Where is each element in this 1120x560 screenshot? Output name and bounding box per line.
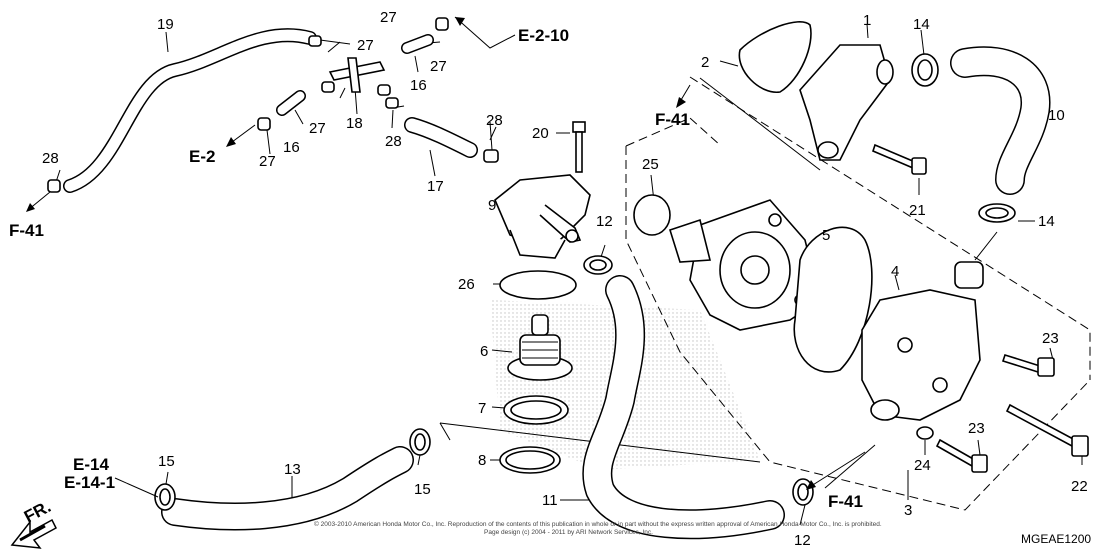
arrow-f-41-left [26,191,51,212]
hose-19 [63,28,317,193]
callout-8: 8 [478,452,486,469]
copyright-line-2: Page design (c) 2004 - 2011 by ARI Netwo… [484,529,653,536]
callout-26: 26 [458,276,475,293]
callout-1: 1 [863,12,871,29]
diagram-code: MGEAE1200 [1021,532,1091,546]
callout-numbers: 19 27 27 27 27 27 16 16 18 28 28 28 17 2… [42,9,1088,549]
callout-5: 5 [822,227,830,244]
ref-f-41-top: F-41 [655,110,690,129]
callout-21: 21 [909,202,926,219]
callout-27: 27 [357,37,374,54]
hose-10 [950,46,1051,195]
callout-7: 7 [478,400,486,417]
callout-16: 16 [283,139,300,156]
arrow-f-41-top [676,84,691,108]
thermostat-6 [507,314,573,381]
ref-e-2: E-2 [189,147,215,166]
clamp-12-lower [792,478,814,506]
clamp-14-upper [911,53,939,87]
callout-3: 3 [904,502,912,519]
bolt-20 [572,121,586,173]
hose-16-lower [276,90,306,116]
assembly-frame-lower [625,146,1091,511]
water-pump [669,199,821,331]
callout-28: 28 [486,112,503,129]
callout-23: 23 [1042,330,1059,347]
bolt-21 [872,143,927,175]
callout-15: 15 [414,481,431,498]
gasket-5 [793,226,873,373]
callout-11: 11 [542,492,558,509]
hose-11 [582,275,785,540]
callout-23: 23 [968,420,985,437]
callout-15: 15 [158,453,175,470]
o-ring-25 [633,194,671,236]
seal-7-inner [510,400,562,420]
ref-e-14: E-14 [73,455,109,474]
arrow-f-41-bottom [806,451,866,490]
callout-6: 6 [480,343,488,360]
copyright-line-1: © 2003-2010 American Honda Motor Co., In… [314,520,882,528]
leader-lines [54,23,1083,526]
callout-27: 27 [380,9,397,26]
callout-4: 4 [891,263,899,280]
ref-e-2-10: E-2-10 [518,26,569,45]
arrow-e-2 [226,124,256,147]
callout-13: 13 [284,461,301,478]
callout-24: 24 [914,457,931,474]
bolt-22 [1005,403,1089,457]
thermostat-cover-9 [494,174,591,259]
joint-18 [328,57,386,93]
arrow-e-14 [114,477,159,498]
clamp-15-left [154,483,176,511]
callout-17: 17 [427,178,444,195]
callout-10: 10 [1048,107,1065,124]
callout-12: 12 [596,213,613,230]
callout-25: 25 [642,156,659,173]
bolt-23-lower [935,438,988,473]
callout-27: 27 [430,58,447,75]
pump-cover-4 [861,261,984,421]
clips [47,17,499,193]
callout-27: 27 [309,120,326,137]
front-arrow [10,518,57,549]
callout-9: 9 [488,197,496,214]
callout-28: 28 [42,150,59,167]
callout-20: 20 [532,125,549,142]
reference-labels: E-2-10 E-2 F-41 F-41 F-41 E-14 E-14-1 FR… [9,26,863,527]
clamp-15-right [409,428,431,456]
callout-14: 14 [913,16,930,33]
ref-e-14-1: E-14-1 [64,473,115,492]
hose-13 [161,446,414,531]
hose-17 [404,117,478,158]
callout-18: 18 [346,115,363,132]
callout-12: 12 [794,532,811,549]
clamp-12 [583,255,613,275]
o-ring-26 [499,270,577,300]
ref-f-41-bottom: F-41 [828,492,863,511]
hose-16-upper [401,34,434,54]
arrow-e-2-10 [454,16,516,49]
gasket-2 [738,21,812,93]
bolt-23-upper [1001,354,1055,377]
callout-16: 16 [410,77,427,94]
callout-28: 28 [385,133,402,150]
clamp-14-lower [978,203,1016,223]
callout-27: 27 [259,153,276,170]
callout-2: 2 [701,54,709,71]
assembly-frame-upper [689,76,1091,380]
washer-24 [916,426,934,440]
callout-14: 14 [1038,213,1055,230]
seal-8-inner [505,450,555,470]
water-outlet-1 [799,44,894,161]
callout-19: 19 [157,16,174,33]
callout-22: 22 [1071,478,1088,495]
ref-f-41-left: F-41 [9,221,44,240]
